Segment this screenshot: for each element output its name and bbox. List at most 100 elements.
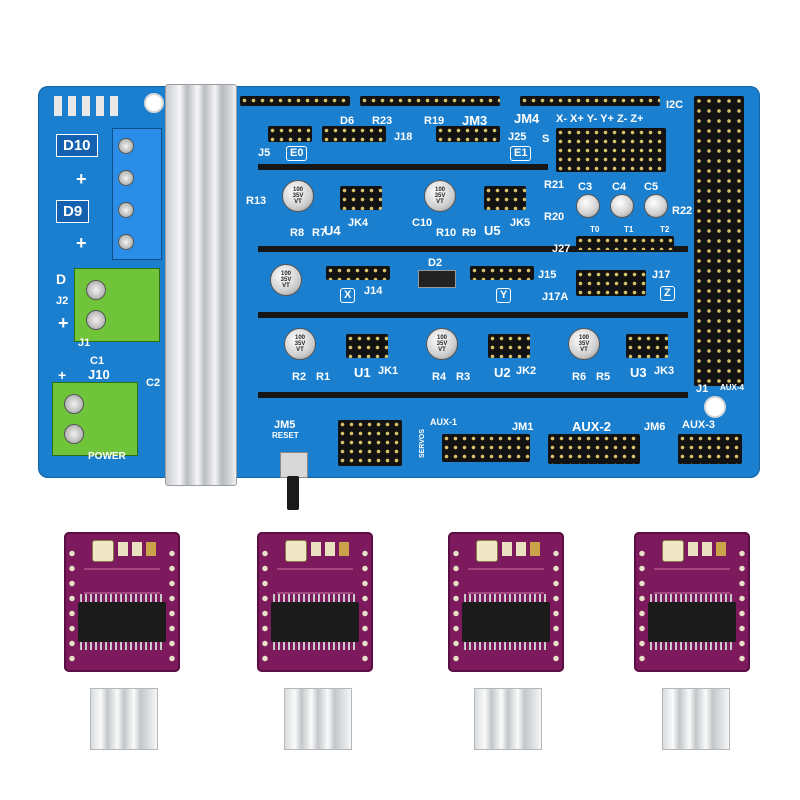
label-d8: D [56, 271, 67, 287]
label-r20: R20 [544, 211, 565, 223]
label-aux3: AUX-3 [682, 419, 716, 431]
label-r6: R6 [572, 371, 587, 383]
label-r7: R7 [312, 227, 327, 239]
limit-label: Y+ [600, 113, 614, 125]
label-u2: U2 [494, 365, 511, 380]
limit-label: Z- [616, 113, 628, 125]
limit-label: Z+ [630, 113, 644, 125]
jumper-jk5 [484, 186, 526, 210]
header-jm5 [338, 420, 402, 466]
label-i2c: I2C [666, 99, 684, 111]
label-r3: R3 [456, 371, 471, 383]
label-axis-z: Z [660, 286, 675, 301]
label-jk4: JK4 [348, 217, 369, 229]
stepper-driver-module [257, 532, 373, 672]
label-c5: C5 [644, 181, 659, 193]
header-x-motor [326, 266, 390, 280]
led-row [54, 96, 124, 116]
label-j5: J5 [258, 147, 271, 159]
label-r1: R1 [316, 371, 331, 383]
label-jm1: JM1 [512, 421, 534, 433]
label-c1: C1 [90, 355, 105, 367]
header-side [694, 96, 744, 386]
label-r19: R19 [424, 115, 445, 127]
label-r2: R2 [292, 371, 307, 383]
label-j18: J18 [394, 131, 413, 143]
label-r21: R21 [544, 179, 565, 191]
capacitor: 100 35V VT [284, 328, 316, 360]
label-e0: E0 [286, 146, 308, 161]
driver-socket [258, 164, 548, 170]
screw-icon [118, 202, 134, 218]
capacitor [644, 194, 668, 218]
header-top [520, 96, 660, 106]
label-j27: J27 [552, 243, 571, 255]
label-t2: T2 [660, 225, 670, 234]
header-e0 [268, 126, 312, 142]
potentiometer [92, 540, 114, 562]
header-limit-switch [556, 128, 666, 172]
label-c10: C10 [412, 217, 433, 229]
capacitor: 100 35V VT [270, 264, 302, 296]
label-jm6: JM6 [644, 421, 666, 433]
terminal-block-green [74, 268, 160, 342]
screw-icon [118, 170, 134, 186]
driver-chip [78, 602, 166, 642]
jumper-jk1 [346, 334, 388, 358]
label-r8: R8 [290, 227, 305, 239]
label-aux2: AUX-2 [572, 419, 612, 434]
label-aux1: AUX-1 [430, 417, 458, 427]
potentiometer [476, 540, 498, 562]
label-j15: J15 [538, 269, 557, 281]
label-power: POWER [88, 451, 126, 462]
screw-icon [64, 424, 84, 444]
label-plus: + [58, 313, 69, 333]
label-u1: U1 [354, 365, 371, 380]
label-jm5: JM5 [274, 419, 296, 431]
heatsink-small [474, 688, 542, 750]
limit-label: X+ [570, 113, 584, 125]
header-thermistor [576, 236, 674, 250]
label-t1: T1 [624, 225, 634, 234]
header-top [240, 96, 350, 106]
capacitor: 100 35V VT [282, 180, 314, 212]
driver-socket [258, 392, 688, 398]
capacitor: 100 35V VT [424, 180, 456, 212]
reset-button[interactable] [278, 440, 308, 512]
label-t0: T0 [590, 225, 600, 234]
driver-chip [462, 602, 550, 642]
limit-label: X- [556, 113, 567, 125]
label-d10: D10 [56, 134, 98, 157]
label-jk1: JK1 [378, 365, 399, 377]
label-r23: R23 [372, 115, 393, 127]
label-axis-x: X [340, 288, 356, 303]
capacitor [610, 194, 634, 218]
label-reset: RESET [272, 431, 299, 440]
label-u3: U3 [630, 365, 647, 380]
mounting-hole [144, 93, 164, 113]
label-servos: SERVOS [419, 428, 427, 459]
label-r13: R13 [246, 195, 267, 207]
screw-icon [86, 310, 106, 330]
capacitor [576, 194, 600, 218]
label-r4: R4 [432, 371, 447, 383]
header-e1 [436, 126, 500, 142]
label-axis-y: Y [496, 288, 512, 303]
label-d6: D6 [340, 115, 355, 127]
label-j17a: J17A [542, 291, 569, 303]
label-plus: + [76, 233, 87, 253]
driver-socket [258, 312, 688, 318]
jumper-jk3 [626, 334, 668, 358]
heatsink-small [284, 688, 352, 750]
limit-label: Y- [586, 113, 598, 125]
label-c4: C4 [612, 181, 627, 193]
screw-icon [118, 138, 134, 154]
label-s: S [542, 133, 550, 145]
label-r9: R9 [462, 227, 477, 239]
potentiometer [285, 540, 307, 562]
label-u5: U5 [484, 223, 501, 238]
driver-chip [648, 602, 736, 642]
capacitor: 100 35V VT [568, 328, 600, 360]
header-aux3 [678, 434, 742, 464]
label-d9: D9 [56, 200, 90, 223]
